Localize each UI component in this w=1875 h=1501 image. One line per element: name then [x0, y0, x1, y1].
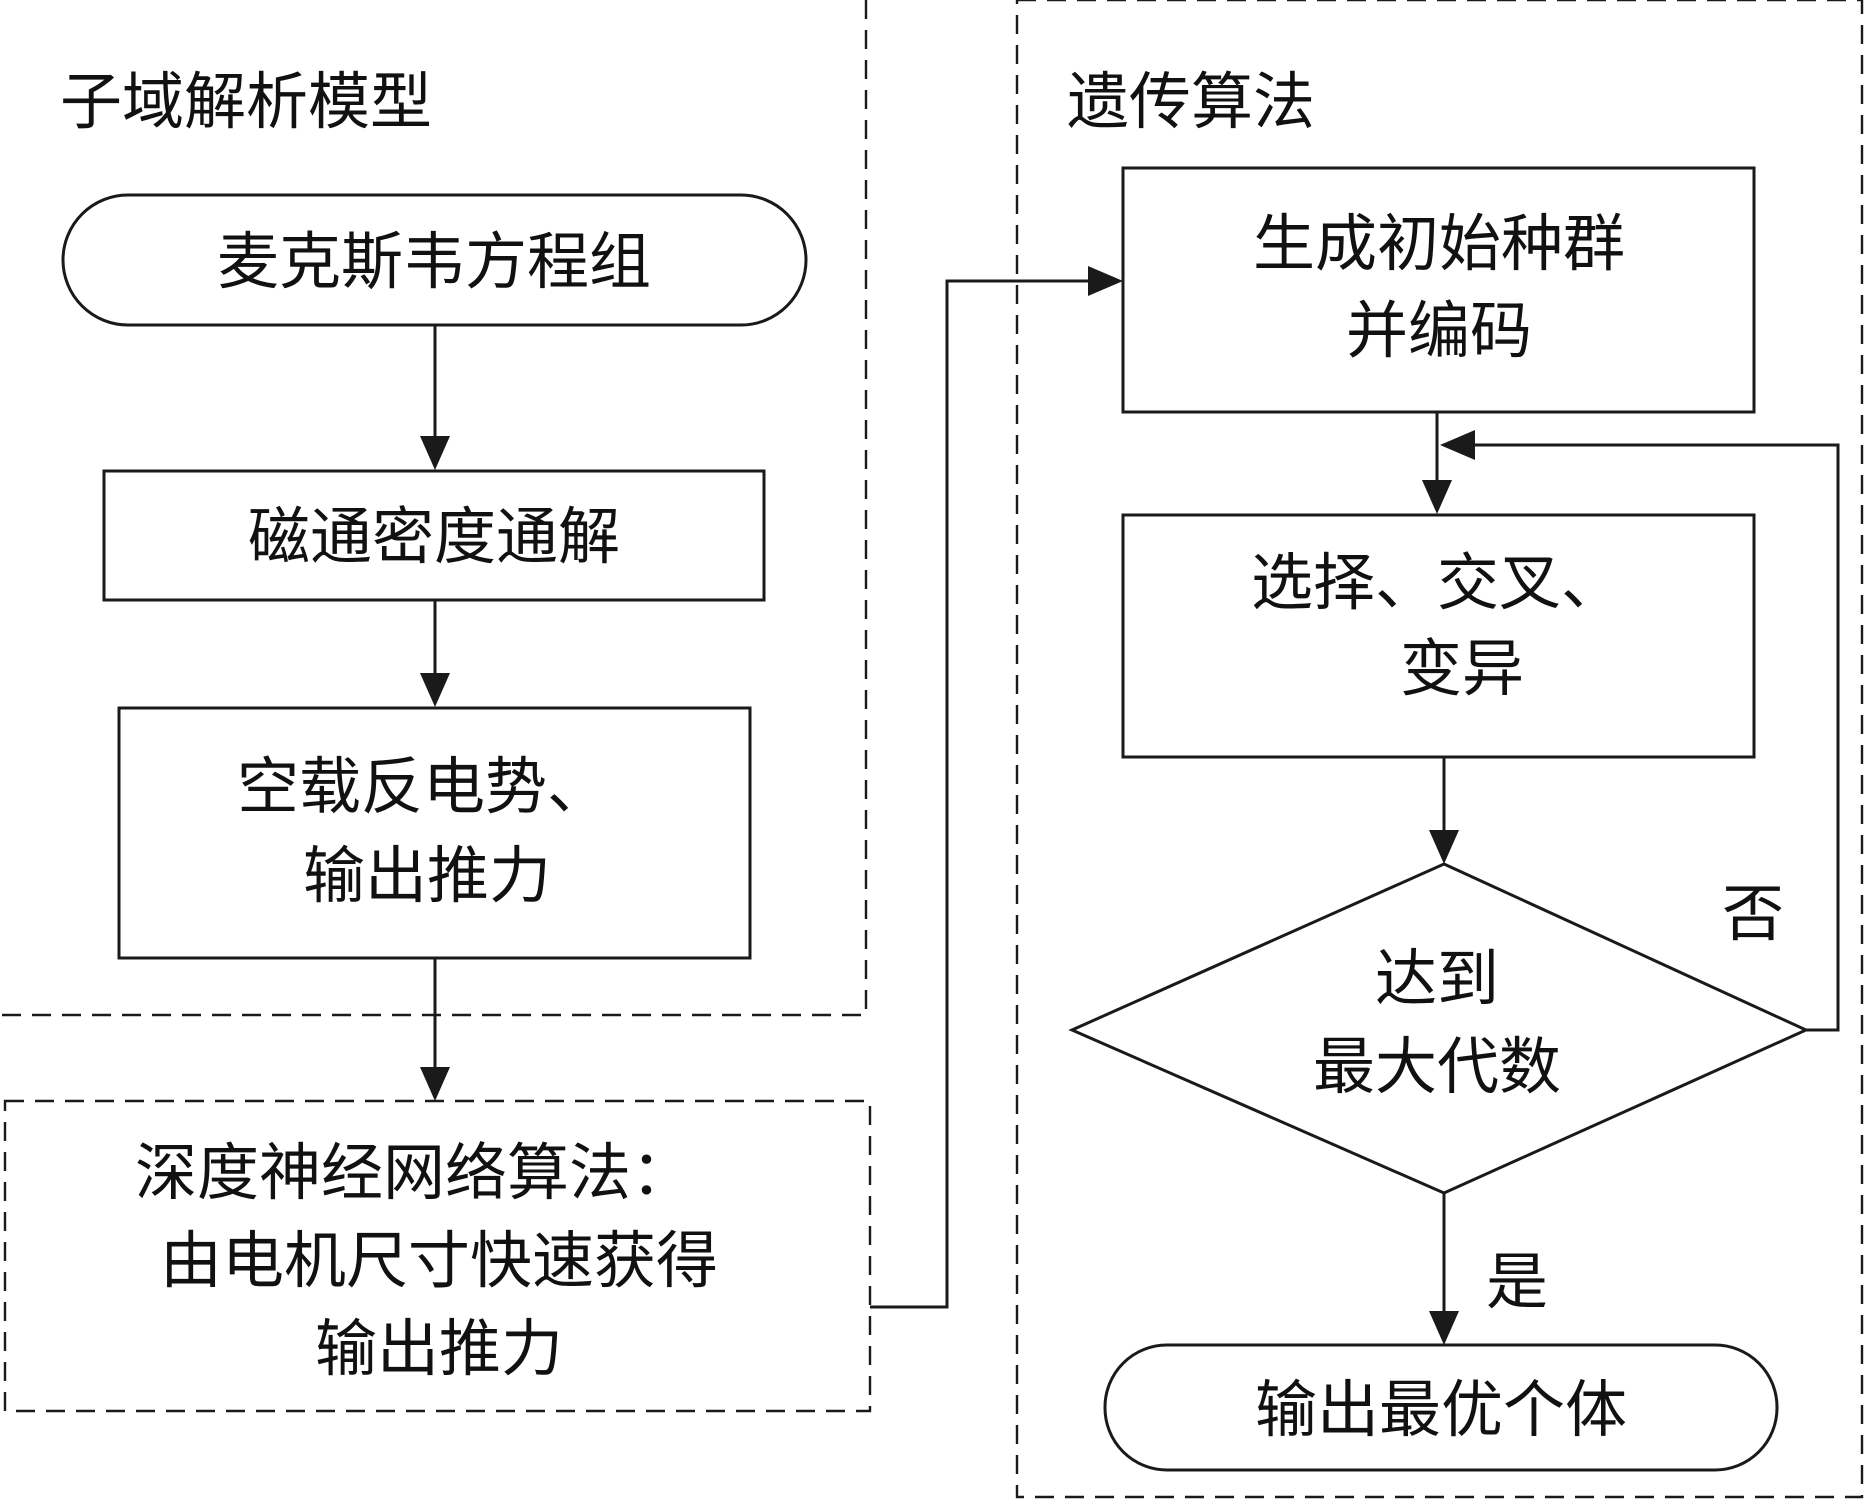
- init-node: [1121, 166, 1756, 414]
- dnn-label-line-1: 深度神经网络算法：: [135, 1136, 693, 1209]
- select-node: [1121, 513, 1756, 759]
- dnn-label-line-2: 由电机尺寸快速获得: [160, 1224, 718, 1297]
- edge-dnn-init: [870, 279, 1095, 1309]
- edge-label-yes: 是: [1486, 1245, 1548, 1318]
- arrowhead-decision: [1429, 830, 1459, 864]
- genetic-group-title: 遗传算法: [1067, 65, 1315, 138]
- dnn-node: [3, 1099, 872, 1413]
- flux-node: [102, 469, 766, 602]
- decision-node: [1068, 862, 1810, 1195]
- decision-label-line-1: 达到: [1375, 942, 1499, 1015]
- init-label-line-1: 生成初始种群: [1253, 207, 1625, 280]
- init-label-line-2: 并编码: [1346, 294, 1532, 367]
- arrowhead-loop: [1440, 430, 1475, 460]
- arrowhead-select: [1422, 480, 1452, 514]
- output-node: [1103, 1343, 1779, 1472]
- edge-label-no: 否: [1722, 877, 1784, 950]
- arrowhead-dnn: [420, 1067, 450, 1101]
- flux-label: 磁通密度通解: [248, 500, 620, 573]
- arrowhead-init: [1088, 266, 1123, 296]
- maxwell-label: 麦克斯韦方程组: [217, 225, 651, 298]
- arrowhead-flux: [420, 436, 450, 470]
- emf-label-line-1: 空载反电势、: [237, 750, 609, 823]
- decision-label-line-2: 最大代数: [1313, 1030, 1561, 1103]
- subdomain-group-border: [0, 0, 868, 1017]
- subdomain-group-title: 子域解析模型: [60, 65, 432, 138]
- arrowhead-output: [1429, 1311, 1459, 1345]
- emf-label-line-2: 输出推力: [303, 839, 551, 912]
- dnn-label-line-3: 输出推力: [315, 1312, 563, 1385]
- arrowhead-emf: [420, 673, 450, 707]
- emf-node: [117, 706, 752, 960]
- genetic-group-border: [1015, 0, 1864, 1499]
- output-label: 输出最优个体: [1255, 1373, 1627, 1446]
- select-label-line-1: 选择、交叉、: [1251, 546, 1623, 619]
- edge-decision-loop: [1468, 443, 1840, 1032]
- select-label-line-2: 变异: [1400, 632, 1524, 705]
- maxwell-node: [61, 193, 808, 327]
